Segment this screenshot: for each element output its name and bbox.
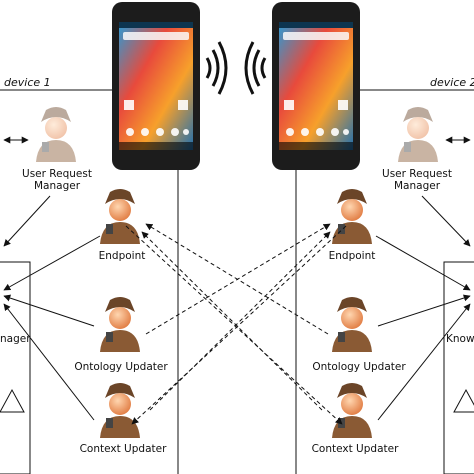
- ontology-updater-label-1: Ontology Updater: [74, 361, 168, 373]
- endpoint-agent-icon-2: [332, 189, 372, 244]
- solid-arrows: [3, 136, 471, 421]
- endpoint-label-2: Endpoint: [328, 250, 376, 262]
- context-updater-label-1: Context Updater: [79, 443, 167, 455]
- device-2-label: device 2: [430, 76, 474, 89]
- context-updater-agent-icon-1: [100, 383, 140, 438]
- left-triangle-icon: [0, 388, 25, 413]
- left-manager-box: [0, 261, 31, 474]
- endpoint-agent-icon-1: [100, 189, 140, 244]
- user-request-manager-agent-icon-1: [36, 107, 76, 162]
- right-triangle-icon: [453, 388, 474, 413]
- smartphone-device-2: [272, 2, 360, 170]
- device-1-label: device 1: [4, 76, 51, 89]
- context-updater-label-2: Context Updater: [311, 443, 399, 455]
- ontology-updater-agent-icon-2: [332, 297, 372, 352]
- user-request-manager-agent-icon-2: [398, 107, 438, 162]
- dashed-arrows: [125, 223, 347, 425]
- ontology-updater-label-2: Ontology Updater: [312, 361, 406, 373]
- smartphone-device-1: [112, 2, 200, 170]
- ontology-updater-agent-icon-1: [100, 297, 140, 352]
- wireless-signal-icon: [205, 41, 267, 95]
- endpoint-label-1: Endpoint: [98, 250, 146, 262]
- right-box-partial-label: Know: [446, 333, 474, 345]
- left-box-partial-label: nager: [0, 333, 31, 345]
- user-request-manager-label-1: User Request Manager: [22, 168, 92, 192]
- right-knowledge-box: [443, 261, 474, 474]
- context-updater-agent-icon-2: [332, 383, 372, 438]
- user-request-manager-label-2: User Request Manager: [382, 168, 452, 192]
